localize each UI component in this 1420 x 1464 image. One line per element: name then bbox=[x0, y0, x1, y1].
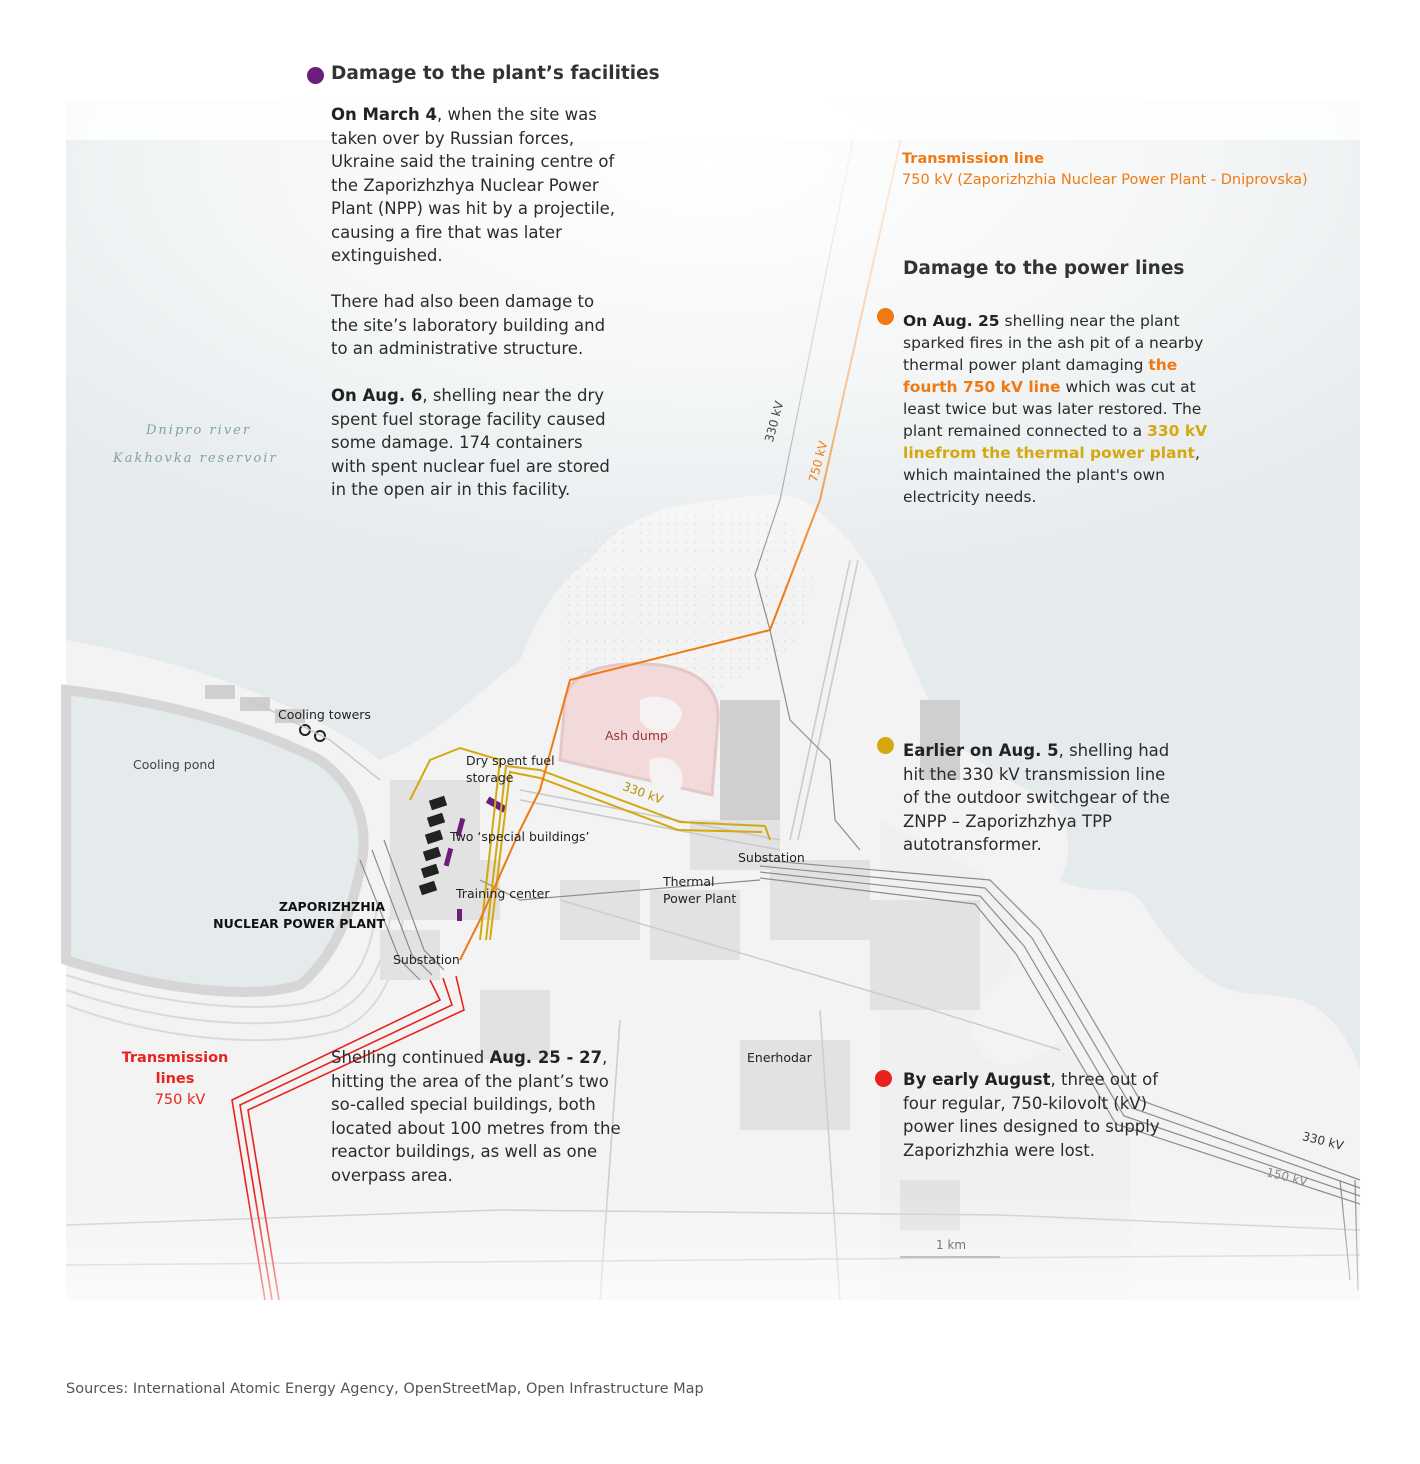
facilities-paragraph-2: There had also been damage to the site’s… bbox=[331, 292, 606, 358]
facilities-paragraph-1: On March 4, when the site was taken over… bbox=[331, 105, 616, 265]
label-enerhodar: Enerhodar bbox=[747, 1050, 812, 1065]
line-330kv-yellow bbox=[409, 746, 771, 941]
purple-marker-dot bbox=[307, 67, 324, 84]
aug5-paragraph: Earlier on Aug. 5, shelling had hit the … bbox=[903, 741, 1170, 854]
label-npp: ZAPORIZHZHIA NUCLEAR POWER PLANT bbox=[213, 899, 385, 931]
yellow-marker-dot bbox=[877, 737, 894, 754]
reactor-blocks bbox=[418, 795, 448, 896]
river-label-kakhovka: Kakhovka reservoir bbox=[113, 451, 278, 466]
label-ash-dump: Ash dump bbox=[605, 728, 668, 743]
transmission-line-top-label: Transmission line 750 kV (Zaporizhzhia N… bbox=[902, 149, 1308, 191]
source-note: Sources: International Atomic Energy Age… bbox=[66, 1381, 704, 1397]
cooling-pond bbox=[61, 684, 369, 997]
facilities-heading: Damage to the plant’s facilities bbox=[331, 63, 660, 84]
river-label-dnipro: Dnipro river bbox=[146, 423, 252, 438]
cooling-tower-marker bbox=[314, 730, 326, 742]
330kv-highlight: 330 kV linefrom the thermal power plant bbox=[903, 422, 1208, 462]
label-special-buildings: Two ‘special buildings’ bbox=[450, 829, 590, 844]
label-training-center: Training center bbox=[456, 886, 550, 901]
transmission-line-title: Transmission line bbox=[902, 151, 1044, 167]
label-substation-npp: Substation bbox=[393, 952, 460, 967]
aug25-paragraph: On Aug. 25 shelling near the plant spark… bbox=[903, 312, 1208, 506]
transmission-line-subtitle: 750 kV (Zaporizhzhia Nuclear Power Plant… bbox=[902, 172, 1308, 188]
power-lines-heading: Damage to the power lines bbox=[903, 258, 1185, 279]
facilities-paragraph-3: On Aug. 6, shelling near the dry spent f… bbox=[331, 386, 610, 499]
label-dry-spent-fuel: Dry spent fuel storage bbox=[466, 753, 555, 785]
scale-label: 1 km bbox=[936, 1238, 967, 1252]
shelling-paragraph: Shelling continued Aug. 25 - 27, hitting… bbox=[331, 1048, 621, 1185]
red-marker-dot bbox=[875, 1070, 892, 1087]
transmission-lines-left-label: Transmission lines 750 kV bbox=[121, 1050, 229, 1108]
facilities-date-march4: On March 4 bbox=[331, 105, 437, 124]
label-cooling-pond: Cooling pond bbox=[133, 757, 216, 772]
early-august-paragraph: By early August, three out of four regul… bbox=[903, 1070, 1160, 1160]
label-substation-tpp: Substation bbox=[738, 850, 805, 865]
facilities-date-aug6: On Aug. 6 bbox=[331, 386, 423, 405]
label-thermal-power-plant: Thermal Power Plant bbox=[663, 874, 737, 906]
orange-marker-dot bbox=[877, 308, 894, 325]
label-cooling-towers: Cooling towers bbox=[278, 707, 371, 722]
fourth-750kv-highlight: the fourth 750 kV line bbox=[903, 356, 1178, 396]
